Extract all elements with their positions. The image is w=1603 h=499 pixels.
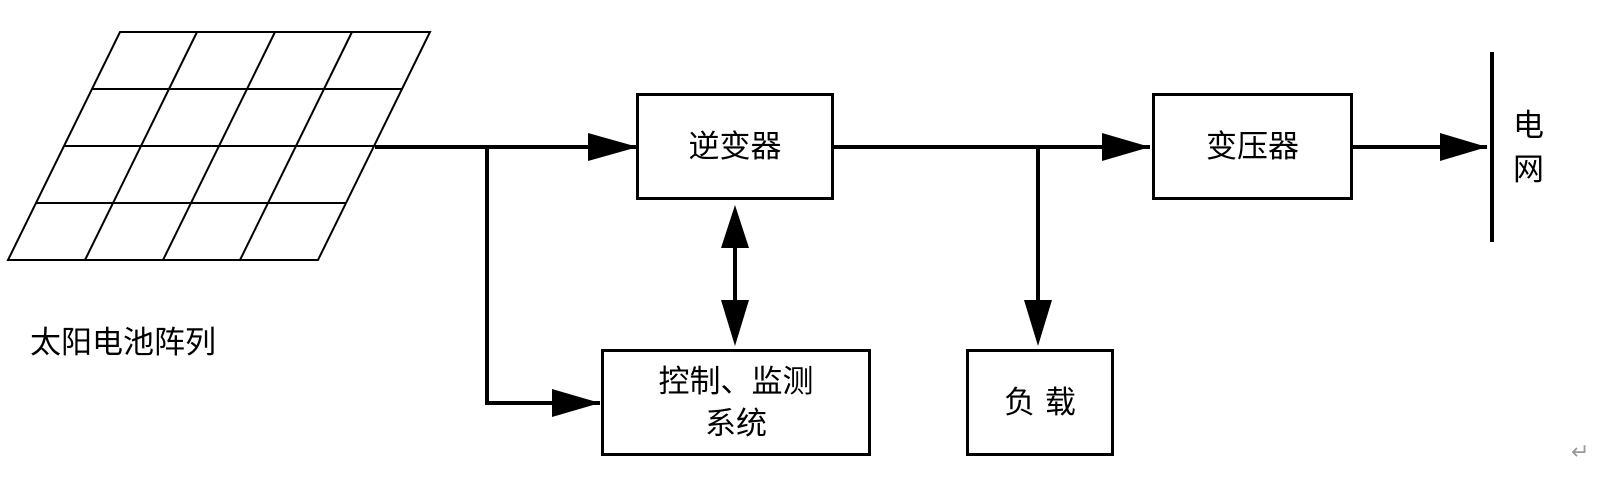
arrowhead-inverter (588, 133, 638, 161)
grid-label: 电 网 (1513, 104, 1544, 192)
inverter-label: 逆变器 (688, 128, 782, 165)
panel-col-line (239, 31, 353, 261)
grid-label-char1: 电 (1513, 108, 1544, 144)
arrowhead-transformer (1102, 133, 1150, 161)
solar-array-label: 太阳电池阵列 (30, 325, 216, 361)
inverter-box: 逆变器 (636, 93, 834, 200)
arrowhead-load (1024, 300, 1052, 346)
solar-panel-outline (6, 31, 432, 261)
arrowhead-grid (1440, 133, 1487, 161)
paragraph-mark: ↵ (1571, 440, 1590, 465)
control-label-line1: 控制、监测 (658, 363, 814, 400)
control-monitor-box: 控制、监测 系统 (601, 349, 871, 456)
control-label-line2: 系统 (705, 405, 767, 442)
solar-panel-graphic (6, 31, 432, 261)
transformer-box: 变压器 (1152, 93, 1353, 200)
load-box: 负 载 (966, 349, 1114, 456)
arrowhead-down (721, 300, 749, 346)
panel-col-line (162, 31, 276, 261)
panel-to-control-connector (485, 147, 600, 405)
grid-label-char2: 网 (1513, 152, 1544, 188)
arrowhead-control (552, 389, 600, 417)
arrowhead-up (721, 205, 749, 248)
load-label: 负 载 (1004, 384, 1076, 421)
transformer-label: 变压器 (1206, 128, 1299, 165)
panel-col-line (84, 31, 198, 261)
